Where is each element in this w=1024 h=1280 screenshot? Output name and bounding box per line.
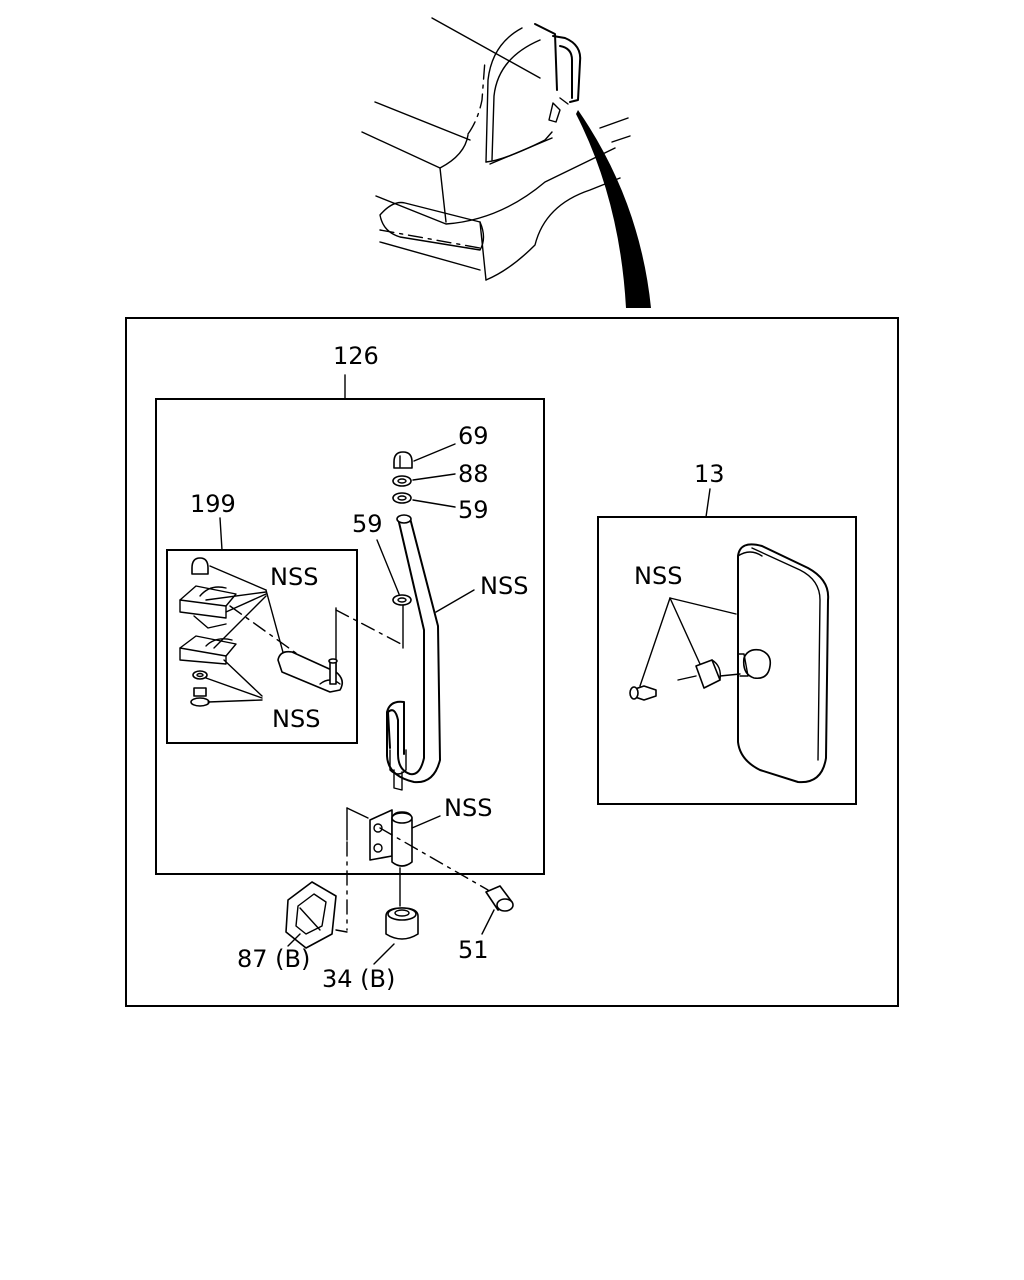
label-199: 199 — [190, 490, 236, 518]
label-34b: 34 (B) — [322, 965, 395, 993]
bolt-51 — [481, 885, 514, 935]
bracket-199-box — [166, 549, 358, 744]
label-59-side: 59 — [352, 510, 383, 538]
label-126: 126 — [333, 342, 379, 370]
cap-nut-69 — [393, 443, 456, 469]
cover-87b — [285, 881, 348, 949]
label-88: 88 — [458, 460, 489, 488]
label-nss-mirror: NSS — [634, 562, 682, 590]
label-69: 69 — [458, 422, 489, 450]
label-nss-bracket: NSS — [444, 794, 492, 822]
label-nss-199-top: NSS — [270, 563, 318, 591]
washer-59-top — [392, 492, 456, 508]
mirror-head — [629, 543, 830, 784]
pointer-arrow — [576, 110, 651, 308]
label-nss-199-bottom: NSS — [272, 705, 320, 733]
bracket-199-parts — [179, 557, 344, 707]
washer-59-side — [376, 539, 412, 606]
label-59-top: 59 — [458, 496, 489, 524]
hinge-bracket — [369, 809, 441, 867]
label-51: 51 — [458, 936, 489, 964]
label-nss-stay: NSS — [480, 572, 528, 600]
mirror-13-box — [597, 516, 857, 805]
mirror-stay — [386, 514, 475, 791]
washer-88 — [392, 473, 456, 487]
label-13: 13 — [694, 460, 725, 488]
assembly-126-box — [155, 398, 545, 875]
label-87b: 87 (B) — [237, 945, 310, 973]
outer-frame — [125, 317, 899, 1007]
bushing-34b — [373, 907, 419, 965]
truck-cab-illustration — [361, 17, 631, 281]
